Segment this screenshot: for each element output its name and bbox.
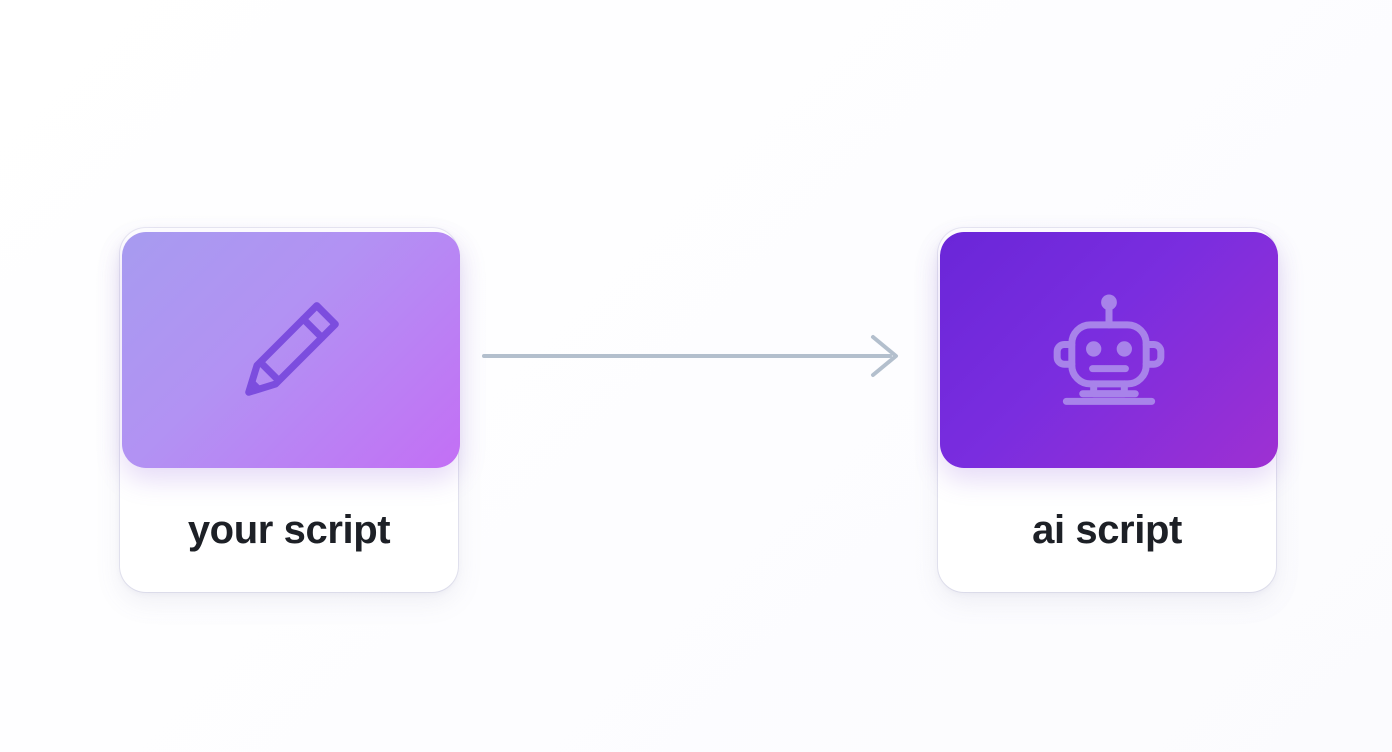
- flow-arrow: [478, 326, 918, 386]
- pencil-icon: [225, 284, 357, 416]
- card-label-ai-script: ai script: [1032, 507, 1182, 552]
- card-ai-script[interactable]: ai script: [938, 228, 1278, 592]
- card-media-ai-script: [940, 232, 1278, 468]
- robot-icon: [1039, 280, 1179, 420]
- card-your-script[interactable]: your script: [120, 228, 460, 592]
- card-label-your-script: your script: [187, 507, 391, 552]
- arrow-head-icon: [871, 335, 898, 377]
- card-media-your-script: [122, 232, 460, 468]
